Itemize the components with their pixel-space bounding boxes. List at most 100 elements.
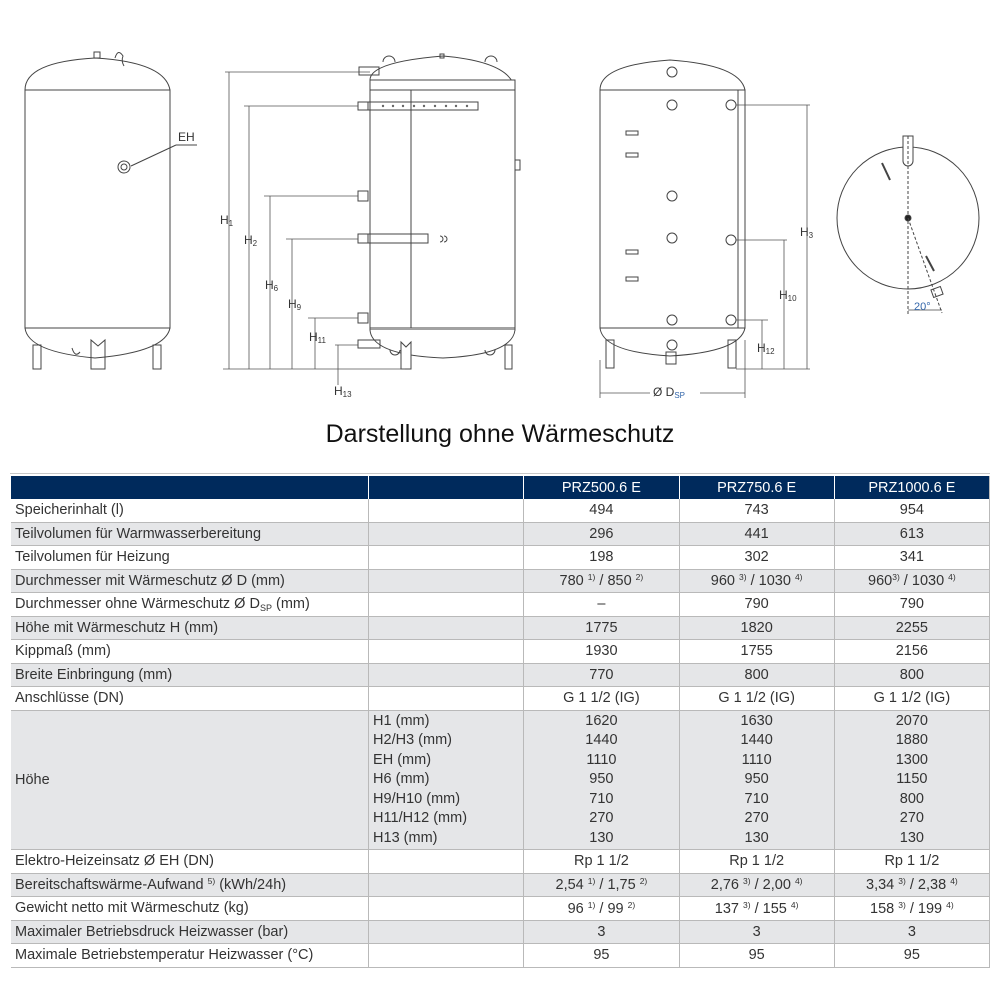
row-label: Breite Einbringung (mm) [11, 663, 370, 687]
row-label: Elektro-Heizeinsatz Ø EH (DN) [11, 849, 370, 874]
table-row-breite-einbringung: Breite Einbringung (mm) 770 800 800 [11, 663, 991, 687]
cell-value: 954 [834, 499, 991, 523]
cell-value: 2156 [834, 639, 991, 664]
cell-value: 1820 [679, 616, 835, 640]
cell-value: 800 [679, 663, 835, 687]
row-label: Teilvolumen für Warmwasserbereitung [11, 522, 370, 546]
row-label: Bereitschaftswärme-Aufwand 5) (kWh/24h) [11, 873, 370, 897]
h12-label: H12 [757, 341, 775, 356]
cell-value: 198 [523, 545, 680, 570]
cell-value: 1775 [523, 616, 680, 640]
specifications-table: PRZ500.6 E PRZ750.6 E PRZ1000.6 E Speich… [11, 476, 991, 968]
table-top-rule [10, 473, 990, 474]
cell-value: 770 [523, 663, 680, 687]
cell-value: Rp 1 1/2 [679, 849, 835, 874]
row-label: Durchmesser mit Wärmeschutz Ø D (mm) [11, 569, 370, 593]
row-label: Speicherinhalt (l) [11, 499, 370, 523]
cell-value: 3 [679, 920, 835, 944]
eh-label: EH [178, 130, 195, 144]
h6-label: H6 [265, 278, 279, 293]
cell-value: 2,54 1) / 1,75 2) [523, 873, 680, 897]
table-row-betriebsdruck: Maximaler Betriebsdruck Heizwasser (bar)… [11, 920, 991, 944]
cell-value: 95 [834, 943, 991, 968]
cell-value: 790 [834, 592, 991, 617]
cell-value: 2,76 3) / 2,00 4) [679, 873, 835, 897]
h9-label: H9 [288, 297, 302, 312]
row-label: Durchmesser ohne Wärmeschutz Ø DSP (mm) [11, 592, 370, 617]
drawing-caption: Darstellung ohne Wärmeschutz [325, 420, 675, 448]
cell-value: 296 [523, 522, 680, 546]
table-row-hoehe-group: Höhe H1 (mm)H2/H3 (mm)EH (mm)H6 (mm)H9/H… [11, 710, 991, 850]
tank-rear-view-drawing [599, 59, 810, 398]
cell-value: G 1 1/2 (IG) [679, 686, 835, 711]
table-row-teilvolumen-ww: Teilvolumen für Warmwasserbereitung 296 … [11, 522, 991, 546]
tank-side-view-drawing [223, 53, 521, 385]
header-model-prz500: PRZ500.6 E [523, 476, 680, 499]
row-label: Teilvolumen für Heizung [11, 545, 370, 570]
h10-label: H10 [779, 288, 797, 303]
cell-value: 302 [679, 545, 835, 570]
cell-value: 790 [679, 592, 835, 617]
table-row-elektro-heizeinsatz: Elektro-Heizeinsatz Ø EH (DN) Rp 1 1/2 R… [11, 849, 991, 874]
header-label-cell [11, 476, 370, 499]
row-label: Gewicht netto mit Wärmeschutz (kg) [11, 896, 370, 921]
cell-value: 800 [834, 663, 991, 687]
cell-value: Rp 1 1/2 [523, 849, 680, 874]
table-header-row: PRZ500.6 E PRZ750.6 E PRZ1000.6 E [11, 476, 990, 499]
cell-value: – [523, 592, 680, 617]
row-label: Höhe [11, 710, 370, 850]
table-row-teilvolumen-heizung: Teilvolumen für Heizung 198 302 341 [11, 545, 991, 570]
cell-value: 743 [679, 499, 835, 523]
row-label: Höhe mit Wärmeschutz H (mm) [11, 616, 370, 640]
table-row-speicherinhalt: Speicherinhalt (l) 494 743 954 [11, 499, 991, 523]
cell-value: 494 [523, 499, 680, 523]
h2-label: H2 [244, 233, 258, 248]
tank-front-view-drawing [24, 51, 197, 370]
cell-value: 95 [523, 943, 680, 968]
h1-label: H1 [220, 213, 234, 228]
cell-value: 158 3) / 199 4) [834, 896, 991, 921]
technical-drawings: EH H1 H2 H6 H9 H11 H13 H3 H10 H12 Ø DSP … [0, 0, 1000, 410]
cell-value: 613 [834, 522, 991, 546]
table-row-gewicht: Gewicht netto mit Wärmeschutz (kg) 96 1)… [11, 896, 991, 921]
table-row-durchmesser-ohne: Durchmesser ohne Wärmeschutz Ø DSP (mm) … [11, 592, 991, 617]
cell-value: 3,34 3) / 2,38 4) [834, 873, 991, 897]
h11-label: H11 [309, 330, 326, 345]
table-row-betriebstemperatur: Maximale Betriebstemperatur Heizwasser (… [11, 943, 991, 968]
row-label: Maximaler Betriebsdruck Heizwasser (bar) [11, 920, 370, 944]
cell-value: 1930 [523, 639, 680, 664]
row-label: Kippmaß (mm) [11, 639, 370, 664]
cell-value: 341 [834, 545, 991, 570]
cell-value: 3 [523, 920, 680, 944]
cell-value: 96 1) / 99 2) [523, 896, 680, 921]
cell-value: 3 [834, 920, 991, 944]
header-model-prz750: PRZ750.6 E [679, 476, 835, 499]
dsp-label: Ø DSP [653, 385, 686, 400]
cell-value: G 1 1/2 (IG) [834, 686, 991, 711]
table-row-durchmesser-mit: Durchmesser mit Wärmeschutz Ø D (mm) 780… [11, 569, 991, 593]
cell-value: Rp 1 1/2 [834, 849, 991, 874]
cell-value: 441 [679, 522, 835, 546]
cell-value: 2255 [834, 616, 991, 640]
tank-top-view-drawing [836, 135, 980, 315]
header-sub-cell [368, 476, 525, 499]
row-label: Anschlüsse (DN) [11, 686, 370, 711]
table-row-kippmass: Kippmaß (mm) 1930 1755 2156 [11, 639, 991, 664]
table-row-hoehe-mit: Höhe mit Wärmeschutz H (mm) 1775 1820 22… [11, 616, 991, 640]
cell-value: 95 [679, 943, 835, 968]
h3-label: H3 [800, 225, 814, 240]
h13-label: H13 [334, 384, 352, 399]
angle-label: 20° [914, 301, 931, 313]
header-model-prz1000: PRZ1000.6 E [834, 476, 990, 499]
hoehe-sublabels: H1 (mm)H2/H3 (mm)EH (mm)H6 (mm)H9/H10 (m… [368, 710, 525, 850]
cell-value: 1755 [679, 639, 835, 664]
cell-value: 137 3) / 155 4) [679, 896, 835, 921]
cell-value: 780 1) / 850 2) [523, 569, 680, 593]
table-row-anschluesse: Anschlüsse (DN) G 1 1/2 (IG) G 1 1/2 (IG… [11, 686, 991, 711]
cell-value: G 1 1/2 (IG) [523, 686, 680, 711]
table-row-bereitschaftswaerme: Bereitschaftswärme-Aufwand 5) (kWh/24h) … [11, 873, 991, 897]
cell-value: 960 3) / 1030 4) [679, 569, 835, 593]
